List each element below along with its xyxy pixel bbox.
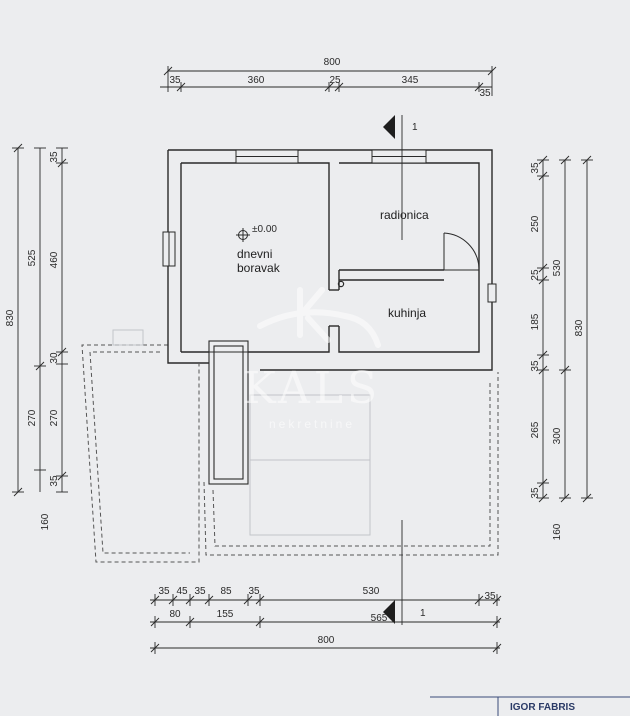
workshop-door (443, 232, 480, 271)
dim-right-250: 250 (530, 215, 541, 232)
dim-bottom-total: 800 (318, 635, 335, 646)
dim-right-185: 185 (530, 313, 541, 330)
dim-left-35-bot: 35 (49, 475, 60, 487)
dim-right-25: 25 (530, 269, 541, 281)
dim-bottom-r2-b: 155 (217, 609, 234, 620)
dim-bottom-r2-c: 565 (371, 613, 388, 624)
dim-left-30: 30 (49, 352, 60, 364)
faded-underlay (112, 329, 371, 536)
dim-left-160: 160 (40, 513, 51, 530)
bottom-dimensions (150, 594, 502, 654)
section-arrow-bottom-icon (383, 600, 395, 624)
dim-top-a: 35 (169, 75, 181, 86)
terrace-outline (81, 344, 499, 563)
dim-left-total: 830 (5, 309, 16, 326)
column-marker (337, 280, 345, 288)
dim-bottom-r1-d: 85 (220, 586, 232, 597)
left-dimensions (12, 143, 68, 497)
room-living-line1: dnevni (237, 247, 272, 261)
stairs (208, 340, 249, 485)
watermark-tagline: nekretnine (269, 417, 355, 431)
watermark-brand: KALS (243, 363, 381, 414)
walls (167, 149, 493, 371)
dim-bottom-r1-a: 35 (158, 586, 170, 597)
dim-bottom-r1-b: 45 (176, 586, 188, 597)
dim-bottom-r2-a: 80 (169, 609, 181, 620)
top-dimensions (160, 66, 497, 96)
dim-right-160: 160 (552, 523, 563, 540)
room-workshop: radionica (380, 208, 429, 222)
title-stamp: IGOR FABRIS (430, 696, 630, 716)
level-marker-icon (236, 228, 250, 242)
room-living-line2: boravak (237, 261, 281, 275)
dim-top-b: 360 (248, 75, 265, 86)
dim-bottom-r1-g: 35 (484, 591, 496, 602)
dim-bottom-r1-c: 35 (194, 586, 206, 597)
dim-left-35-top: 35 (49, 151, 60, 163)
dim-right-265: 265 (530, 421, 541, 438)
dim-bottom-r1-e: 35 (248, 586, 260, 597)
right-dimensions (537, 155, 593, 503)
dim-left-270b: 270 (49, 409, 60, 426)
dim-bottom-r1-f: 530 (363, 586, 380, 597)
dim-right-530: 530 (552, 259, 563, 276)
dim-top-c: 25 (329, 75, 341, 86)
room-kitchen: kuhinja (388, 306, 426, 320)
section-arrow-top-icon (383, 115, 395, 139)
dim-right-830: 830 (574, 319, 585, 336)
dim-left-525: 525 (27, 249, 38, 266)
dim-top-d: 345 (402, 75, 419, 86)
dim-right-35-top: 35 (530, 162, 541, 174)
dim-top-e: 35 (479, 88, 491, 99)
section-mark-top: 1 (412, 122, 418, 133)
stamp-text: IGOR FABRIS (510, 702, 575, 713)
dim-left-460: 460 (49, 251, 60, 268)
dim-left-270a: 270 (27, 409, 38, 426)
section-mark-bottom: 1 (420, 608, 426, 619)
dim-right-35-mid: 35 (530, 360, 541, 372)
windows (162, 149, 497, 303)
dim-right-35-bot: 35 (530, 487, 541, 499)
dim-top-total: 800 (324, 57, 341, 68)
level-label: ±0.00 (252, 224, 277, 235)
dim-right-300: 300 (552, 427, 563, 444)
watermark-logo-icon (257, 287, 381, 348)
